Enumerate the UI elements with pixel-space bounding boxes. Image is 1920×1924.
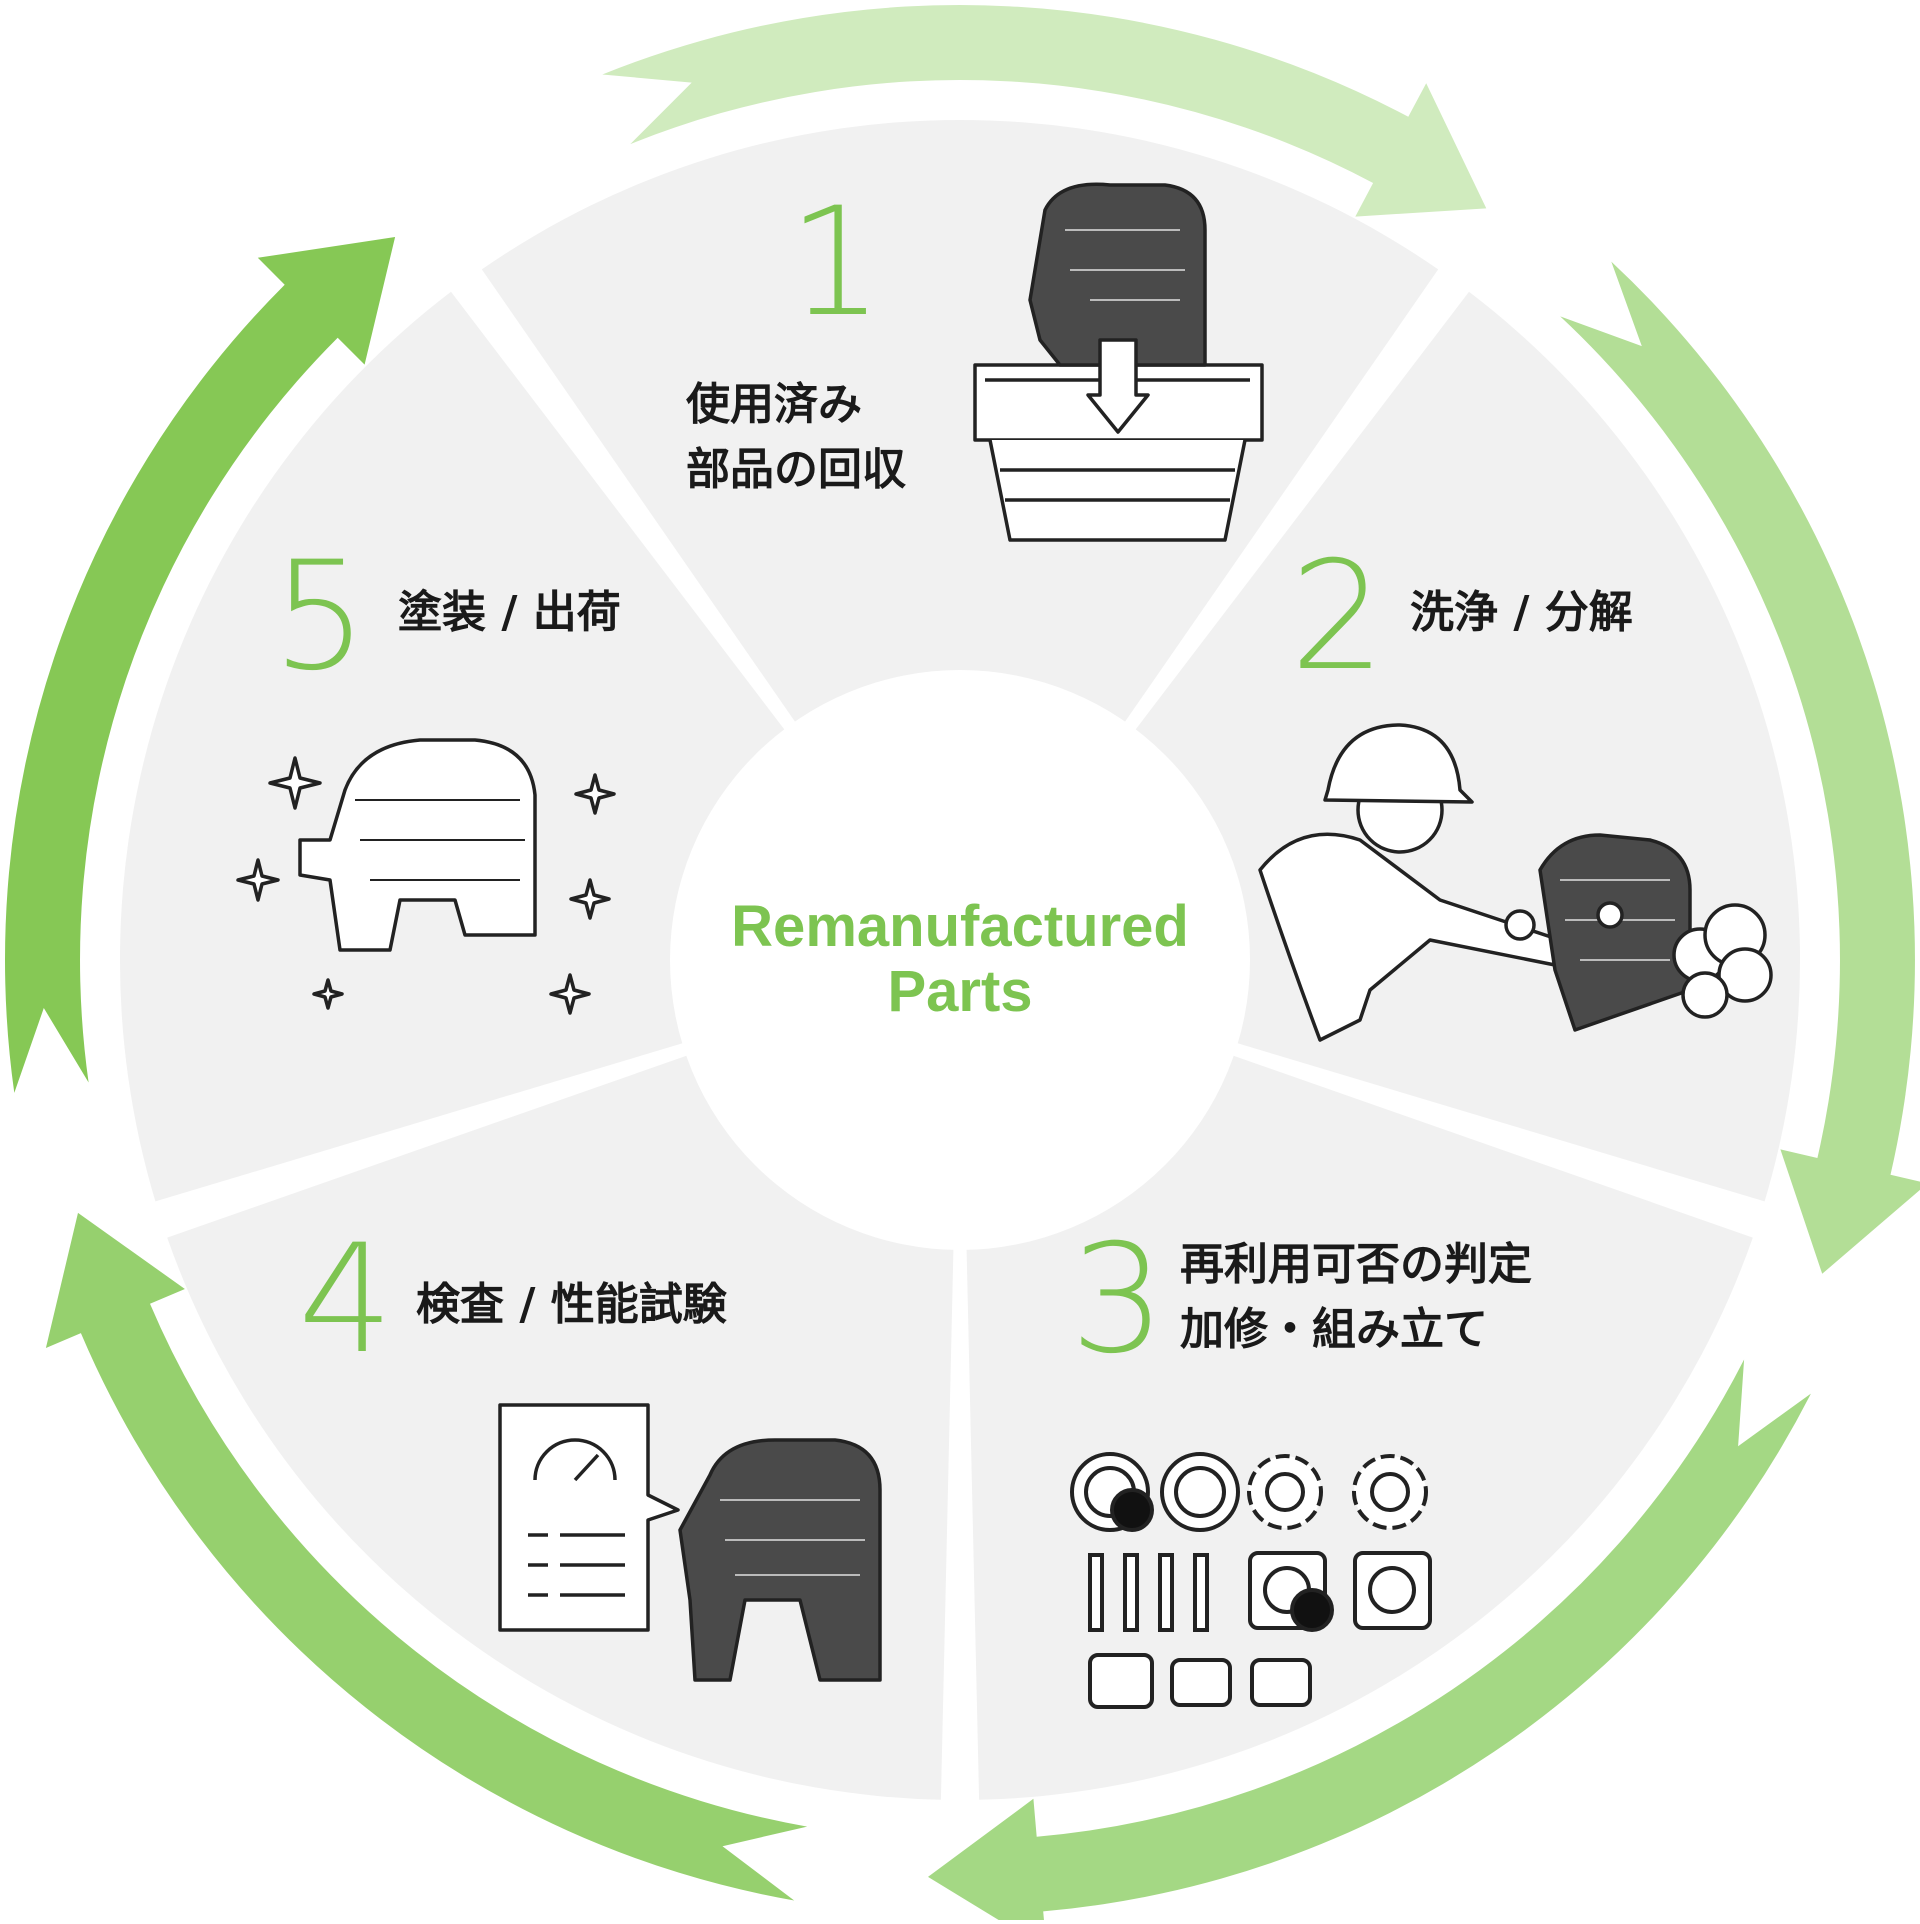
step-3-number: 3 <box>1070 1213 1166 1387</box>
cycle-arrow-5 <box>5 237 396 1093</box>
used-part-into-crate-icon <box>973 182 1264 542</box>
center-title-line-1: Remanufactured <box>731 894 1189 959</box>
step-4-number: 4 <box>298 1213 394 1387</box>
cycle-arrow-1 <box>602 5 1487 217</box>
step-2-label: 洗浄 / 分解 <box>1410 587 1633 638</box>
worker-cleaning-part-icon <box>1258 723 1773 1042</box>
step-1-number: 1 <box>788 176 884 350</box>
step-5-label: 塗装 / 出荷 <box>398 587 621 638</box>
step-1-label: 使用済み 部品の回収 <box>686 379 906 496</box>
center-title-line-2: Parts <box>887 958 1033 1024</box>
center-hub <box>670 670 1250 1250</box>
parts-inspection-icon <box>1070 1452 1432 1709</box>
shiny-clean-part-icon <box>236 738 616 1015</box>
step-4-label: 検査 / 性能試験 <box>416 1279 727 1330</box>
performance-checklist-icon <box>498 1403 882 1682</box>
step-5-number: 5 <box>272 530 368 704</box>
cycle-arrow-2 <box>1560 261 1920 1274</box>
cycle-arrows <box>5 5 1920 1924</box>
cycle-arrow-4 <box>45 1212 808 1901</box>
center-title: Remanufactured Parts <box>660 894 1260 1025</box>
step-3-label: 再利用可否の判定 加修・組み立て <box>1180 1239 1532 1356</box>
cycle-arrow-3 <box>928 1359 1811 1924</box>
step-2-number: 2 <box>1290 530 1386 704</box>
